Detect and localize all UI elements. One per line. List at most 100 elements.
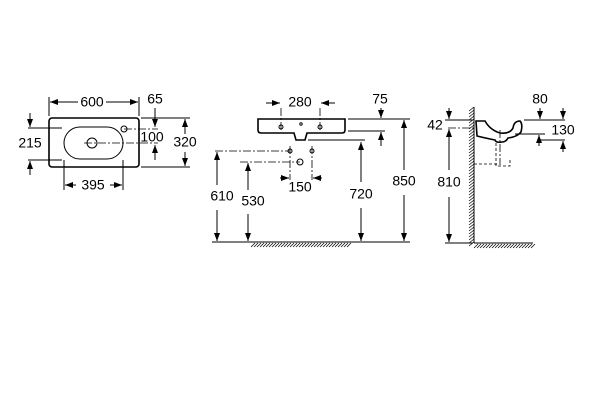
hatch-line — [334, 242, 340, 248]
hatch-line — [468, 136, 475, 142]
hatch-line — [521, 243, 527, 249]
hatch-line — [468, 178, 475, 184]
hatch-line — [515, 243, 521, 249]
hatch-line — [468, 193, 475, 199]
hatch-line — [468, 133, 475, 139]
hatch-line — [468, 160, 475, 166]
hatch-line — [468, 226, 475, 232]
hatch-line — [274, 242, 280, 248]
hatch-line — [346, 242, 352, 248]
hatch-line — [256, 242, 262, 248]
hatch-line — [468, 151, 475, 157]
hatch-line — [277, 242, 283, 248]
hatch-line — [298, 242, 304, 248]
hatch-line — [322, 242, 328, 248]
hatch-line — [482, 243, 488, 249]
supply-point-icon — [309, 148, 315, 154]
hatch-line — [468, 115, 475, 121]
hatch-line — [468, 166, 475, 172]
hatch-line — [468, 145, 475, 151]
hatch-line — [468, 241, 475, 247]
hatch-line — [468, 199, 475, 205]
dim-tap-offset: 65 — [147, 91, 163, 107]
dim-width: 600 — [80, 94, 104, 110]
hatch-line — [307, 242, 313, 248]
hatch-line — [283, 242, 289, 248]
hatch-line — [468, 220, 475, 226]
dim-mount-height: 810 — [437, 174, 461, 190]
dim-bowl-depth: 215 — [18, 135, 42, 151]
dim-supply-spacing: 150 — [288, 179, 312, 195]
hatch-line — [468, 172, 475, 178]
hatch-line — [328, 242, 334, 248]
hatch-line — [468, 157, 475, 163]
hatch-line — [280, 242, 286, 248]
hatch-line — [259, 242, 265, 248]
dim-rim-thickness: 75 — [372, 91, 388, 107]
hatch-line — [262, 242, 268, 248]
floor-hatch — [250, 242, 352, 248]
hatch-line — [468, 217, 475, 223]
hatch-line — [468, 208, 475, 214]
floor-hatch — [473, 243, 536, 249]
hatch-line — [468, 205, 475, 211]
hatch-line — [468, 202, 475, 208]
hatch-line — [518, 243, 524, 249]
hatch-line — [468, 139, 475, 145]
dim-bowl-width: 395 — [81, 177, 105, 193]
hatch-line — [473, 243, 479, 249]
hatch-line — [468, 187, 475, 193]
hatch-line — [491, 243, 497, 249]
supply-point-icon — [287, 148, 293, 154]
hatch-line — [468, 121, 475, 127]
hatch-line — [527, 243, 533, 249]
hatch-line — [494, 243, 500, 249]
hatch-line — [313, 242, 319, 248]
hatch-line — [468, 223, 475, 229]
hatch-line — [304, 242, 310, 248]
hatch-line — [468, 154, 475, 160]
hatch-line — [468, 175, 475, 181]
dim-rim-height: 850 — [392, 173, 416, 189]
dim-bottom-height: 720 — [349, 186, 373, 202]
dim-tap-spacing: 280 — [288, 94, 312, 110]
hatch-line — [524, 243, 530, 249]
hatch-line — [512, 243, 518, 249]
basin-profile — [475, 120, 523, 144]
hatch-line — [468, 130, 475, 136]
hatch-line — [485, 243, 491, 249]
hatch-line — [497, 243, 503, 249]
dim-rim-offset: 42 — [427, 117, 443, 133]
dim-waste-height: 530 — [241, 193, 265, 209]
hatch-line — [289, 242, 295, 248]
dim-projection: 80 — [532, 91, 548, 107]
dim-depth: 320 — [173, 134, 197, 150]
hatch-line — [468, 190, 475, 196]
hatch-line — [250, 242, 256, 248]
hatch-line — [301, 242, 307, 248]
hatch-line — [468, 163, 475, 169]
dim-bowl-height: 130 — [551, 122, 575, 138]
hatch-line — [468, 214, 475, 220]
hatch-line — [468, 238, 475, 244]
hatch-line — [468, 169, 475, 175]
front-view: 280 75 850 720 150 610 530 — [210, 91, 416, 248]
side-view: 42 810 80 130 — [427, 91, 575, 249]
hatch-line — [331, 242, 337, 248]
basin-outline — [48, 117, 140, 168]
hatch-line — [479, 243, 485, 249]
hatch-line — [468, 148, 475, 154]
hatch-line — [468, 106, 475, 112]
hatch-line — [468, 211, 475, 217]
hatch-line — [253, 242, 259, 248]
hatch-line — [468, 229, 475, 235]
hatch-line — [295, 242, 301, 248]
dim-tap-to-drain: 100 — [140, 129, 164, 145]
hatch-line — [468, 232, 475, 238]
dim-supply-height: 610 — [210, 188, 234, 204]
hatch-line — [468, 142, 475, 148]
hatch-line — [271, 242, 277, 248]
hatch-line — [265, 242, 271, 248]
hatch-line — [316, 242, 322, 248]
